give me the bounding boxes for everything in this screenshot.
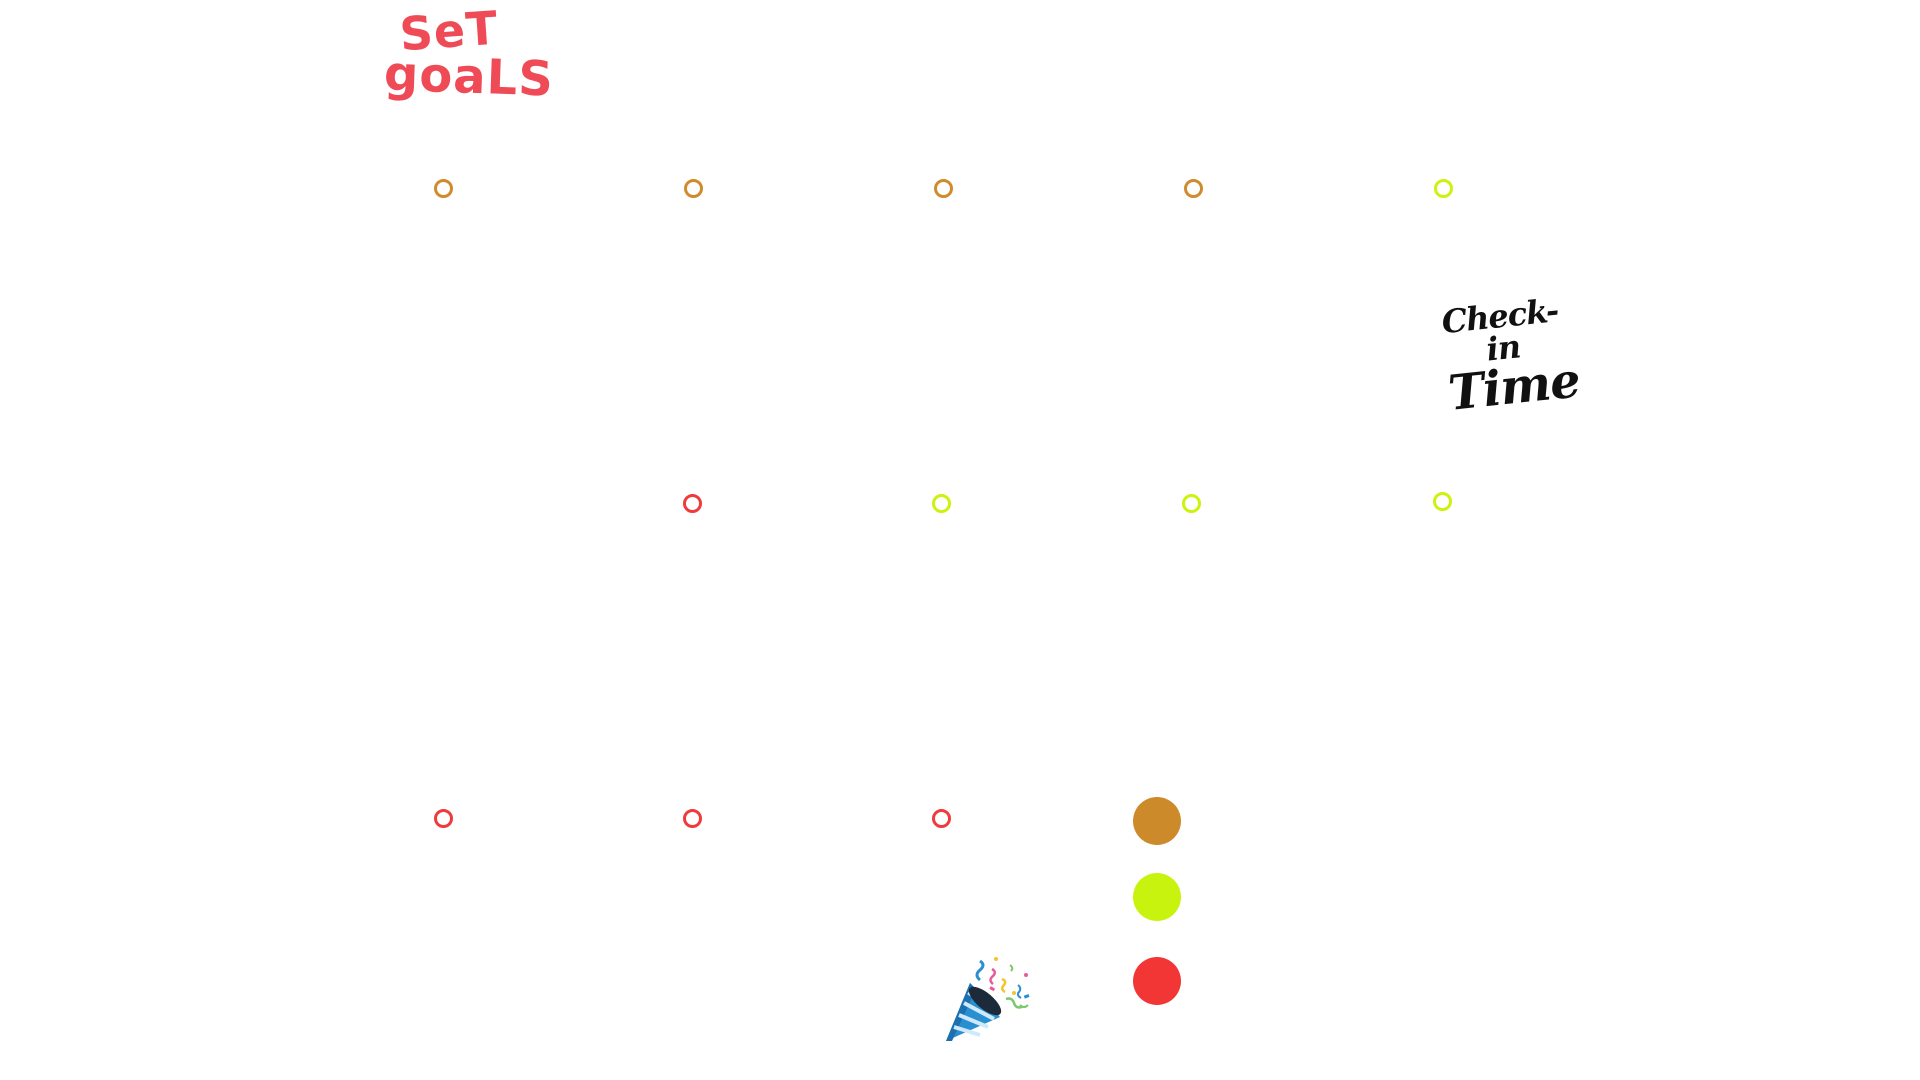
set-goals-sticker[interactable]: SeT goaLS: [383, 1, 555, 110]
legend-dot-red[interactable]: [1133, 957, 1181, 1005]
goal-circle-r3-c3[interactable]: [932, 809, 951, 828]
goal-circle-r1-c2[interactable]: [684, 179, 703, 198]
legend-dot-orange[interactable]: [1133, 797, 1181, 845]
set-goals-line2: goaLS: [383, 45, 555, 108]
legend-dot-lime[interactable]: [1133, 873, 1181, 921]
goal-circle-r2-c5[interactable]: [1433, 492, 1452, 511]
goal-circle-r2-c3[interactable]: [932, 494, 951, 513]
goal-circle-r2-c2[interactable]: [683, 494, 702, 513]
goal-circle-r1-c5[interactable]: [1434, 179, 1453, 198]
check-in-time-sticker[interactable]: Check-in Time: [1440, 291, 1582, 422]
check-in-line2: Time: [1445, 352, 1583, 422]
goal-circle-r3-c1[interactable]: [434, 809, 453, 828]
goal-circle-r1-c1[interactable]: [434, 179, 453, 198]
goal-circle-r2-c4[interactable]: [1182, 494, 1201, 513]
goal-circle-r1-c4[interactable]: [1184, 179, 1203, 198]
party-popper-icon[interactable]: [940, 955, 1036, 1047]
goal-circle-r1-c3[interactable]: [934, 179, 953, 198]
goal-circle-r3-c2[interactable]: [683, 809, 702, 828]
